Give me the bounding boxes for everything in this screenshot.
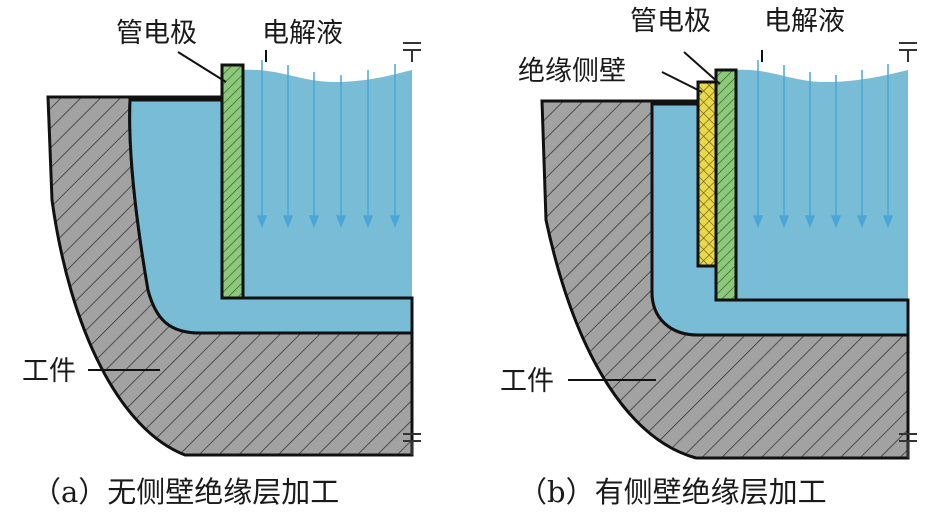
electrolyte-tube-a [243, 69, 412, 298]
electrolyte-gap-a [128, 98, 414, 335]
break-mark-top-b [899, 42, 917, 62]
diagram-a [46, 42, 421, 457]
label-workpiece-a: 工件 [22, 356, 76, 387]
diagram-b [540, 42, 917, 460]
label-workpiece-b: 工件 [500, 366, 554, 397]
break-mark-top-a [403, 42, 421, 62]
label-tube-electrode-a: 管电极 [116, 18, 197, 49]
label-electrolyte-a: 电解液 [262, 18, 343, 49]
panel-a-no-insulation: 管电极 电解液 工件 （a）无侧壁绝缘层加工 [0, 0, 466, 531]
label-insulation-wall-b: 绝缘侧壁 [518, 56, 626, 87]
caption-a: （a）无侧壁绝缘层加工 [32, 475, 340, 509]
flow-arrows-b [752, 60, 894, 229]
label-electrolyte-b: 电解液 [764, 6, 845, 37]
label-tube-electrode-b: 管电极 [630, 6, 711, 37]
leader-electrode-b [683, 51, 721, 85]
insulation-wall-b [696, 80, 718, 268]
leader-electrode-a [177, 51, 227, 83]
break-mark-bottom-b [899, 433, 917, 458]
caption-b: （b）有侧壁绝缘层加工 [518, 475, 827, 509]
electrolyte-tube-b [736, 69, 908, 300]
leader-insulation-b [661, 71, 703, 93]
tube-electrode-a [220, 63, 245, 300]
break-mark-bottom-a [403, 433, 421, 455]
flow-arrows-a [256, 60, 401, 229]
panel-b-with-insulation: 管电极 电解液 绝缘侧壁 工件 （b）有侧壁绝缘层加工 [466, 0, 932, 531]
tube-electrode-b [714, 68, 738, 302]
